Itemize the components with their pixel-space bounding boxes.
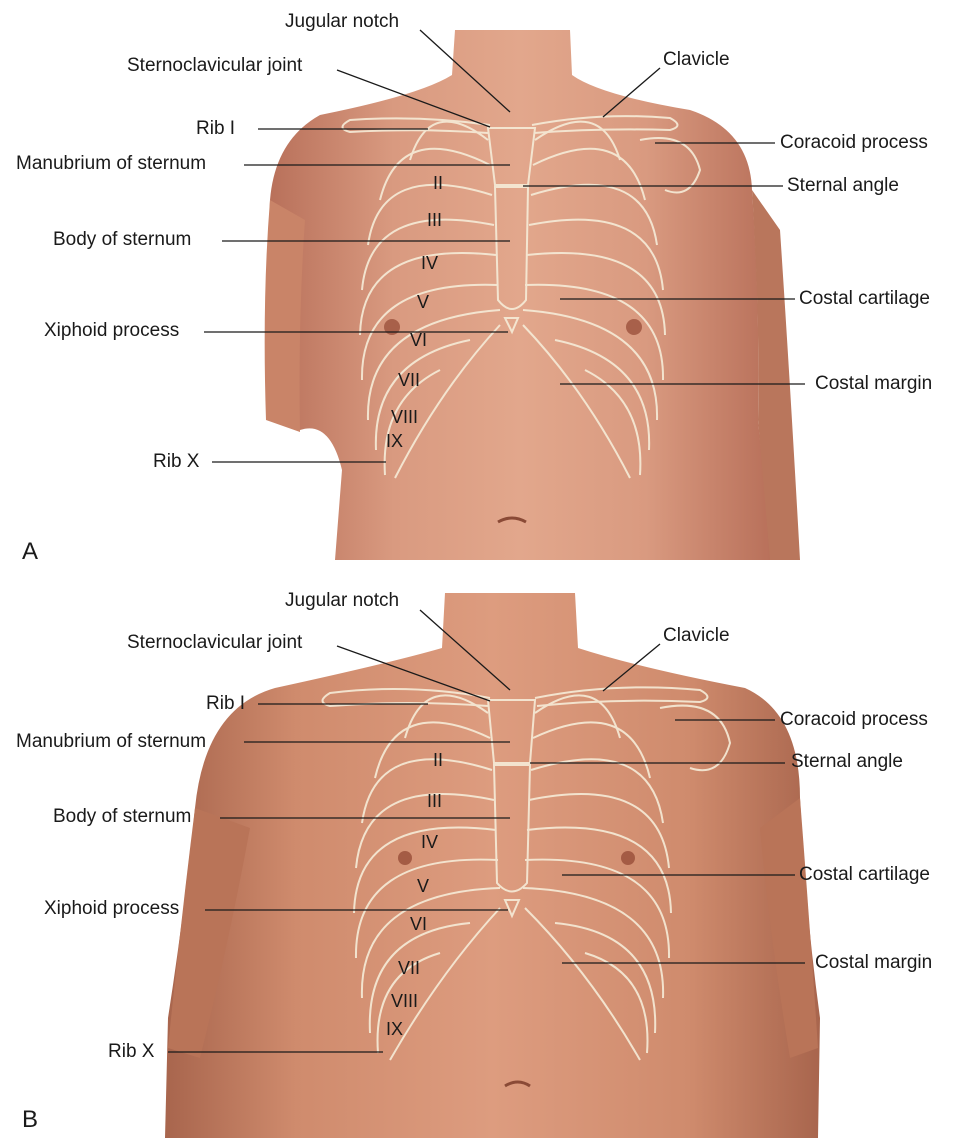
- navel: [497, 516, 527, 524]
- left-nipple: [384, 319, 400, 335]
- right-clavicle: [531, 115, 679, 134]
- label-xiphoid-process: Xiphoid process: [44, 898, 180, 919]
- rib-numeral-ii: II: [433, 173, 444, 193]
- label-costal-cartilage: Costal cartilage: [799, 288, 930, 309]
- shoulder-joint: [639, 137, 702, 194]
- manubrium-shape: [486, 127, 537, 186]
- label-sternal-angle: Sternal angle: [787, 175, 899, 196]
- label-xiphoid-process: Xiphoid process: [44, 320, 180, 341]
- leader-sternoclavicular-joint: [336, 69, 491, 128]
- rib-numeral-vii: VII: [398, 370, 421, 390]
- rib-cage: [341, 115, 702, 479]
- panel-b: Jugular notch Sternoclavicular joint Cla…: [0, 578, 965, 1148]
- rib-numeral-ix: IX: [386, 1019, 404, 1039]
- xiphoid-shape: [503, 899, 521, 919]
- label-costal-margin: Costal margin: [815, 952, 933, 973]
- right-costal-margin: [522, 324, 631, 479]
- label-clavicle: Clavicle: [663, 49, 730, 70]
- rib-cage: [321, 686, 732, 1061]
- leader-lines: [168, 609, 805, 1053]
- rib-numeral-ii: II: [433, 750, 444, 770]
- right-nipple: [626, 319, 642, 335]
- torso-illustration-female: [204, 29, 805, 560]
- label-clavicle: Clavicle: [663, 625, 730, 646]
- panel-letter-b: B: [22, 1106, 39, 1133]
- panel-letter-a: A: [22, 538, 39, 565]
- label-manubrium: Manubrium of sternum: [16, 153, 207, 174]
- rib-numeral-viii: VIII: [391, 407, 419, 427]
- rib-numeral-v: V: [417, 292, 430, 312]
- label-body-of-sternum: Body of sternum: [53, 806, 192, 827]
- label-coracoid-process: Coracoid process: [780, 709, 928, 730]
- rib-numeral-iii: III: [427, 791, 443, 811]
- sternum-body-shape: [493, 186, 530, 310]
- rib-numeral-v: V: [417, 876, 430, 896]
- right-costal-margin: [524, 907, 641, 1061]
- torso-silhouette: [165, 593, 820, 1138]
- left-costal-margin: [394, 324, 501, 479]
- left-clavicle: [321, 688, 491, 708]
- left-arm: [264, 200, 305, 432]
- leader-jugular-notch: [419, 29, 511, 113]
- rib-numeral-iii: III: [427, 210, 443, 230]
- leader-sternoclavicular-joint: [336, 645, 491, 702]
- label-rib-10: Rib X: [153, 451, 200, 472]
- rib-numeral-vi: VI: [410, 330, 428, 350]
- label-costal-cartilage: Costal cartilage: [799, 864, 930, 885]
- leader-clavicle: [602, 643, 661, 692]
- label-costal-margin: Costal margin: [815, 373, 933, 394]
- torso-illustration-male: [165, 593, 820, 1138]
- label-manubrium: Manubrium of sternum: [16, 731, 207, 752]
- right-nipple: [621, 851, 635, 865]
- panel-a: Jugular notch Sternoclavicular joint Cla…: [0, 0, 965, 570]
- rib-numeral-iv: IV: [421, 832, 439, 852]
- label-body-of-sternum: Body of sternum: [53, 229, 192, 250]
- label-rib-1: Rib I: [206, 693, 246, 714]
- rib-numeral-vii: VII: [398, 958, 421, 978]
- rib-numeral-vi: VI: [410, 914, 428, 934]
- label-jugular-notch: Jugular notch: [285, 590, 400, 611]
- leader-lines: [204, 29, 805, 463]
- torso-silhouette: [267, 30, 772, 560]
- label-sternoclavicular-joint: Sternoclavicular joint: [127, 55, 303, 76]
- rib-numeral-ix: IX: [386, 431, 404, 451]
- navel: [504, 1080, 531, 1088]
- label-coracoid-process: Coracoid process: [780, 132, 928, 153]
- xiphoid-shape: [503, 317, 520, 335]
- left-costal-margin: [389, 907, 501, 1061]
- right-arm: [760, 798, 818, 1058]
- label-jugular-notch: Jugular notch: [285, 11, 400, 32]
- rib-numeral-viii: VIII: [391, 991, 419, 1011]
- left-arm: [168, 808, 250, 1058]
- leader-jugular-notch: [419, 609, 511, 691]
- sternum-body-shape: [492, 764, 532, 893]
- rib-numeral-iv: IV: [421, 253, 439, 273]
- label-rib-1: Rib I: [196, 118, 236, 139]
- right-arm: [752, 190, 800, 560]
- leader-clavicle: [602, 67, 661, 118]
- label-sternoclavicular-joint: Sternoclavicular joint: [127, 632, 303, 653]
- label-sternal-angle: Sternal angle: [791, 751, 903, 772]
- shoulder-joint: [659, 704, 732, 772]
- left-nipple: [398, 851, 412, 865]
- label-rib-10: Rib X: [108, 1041, 155, 1062]
